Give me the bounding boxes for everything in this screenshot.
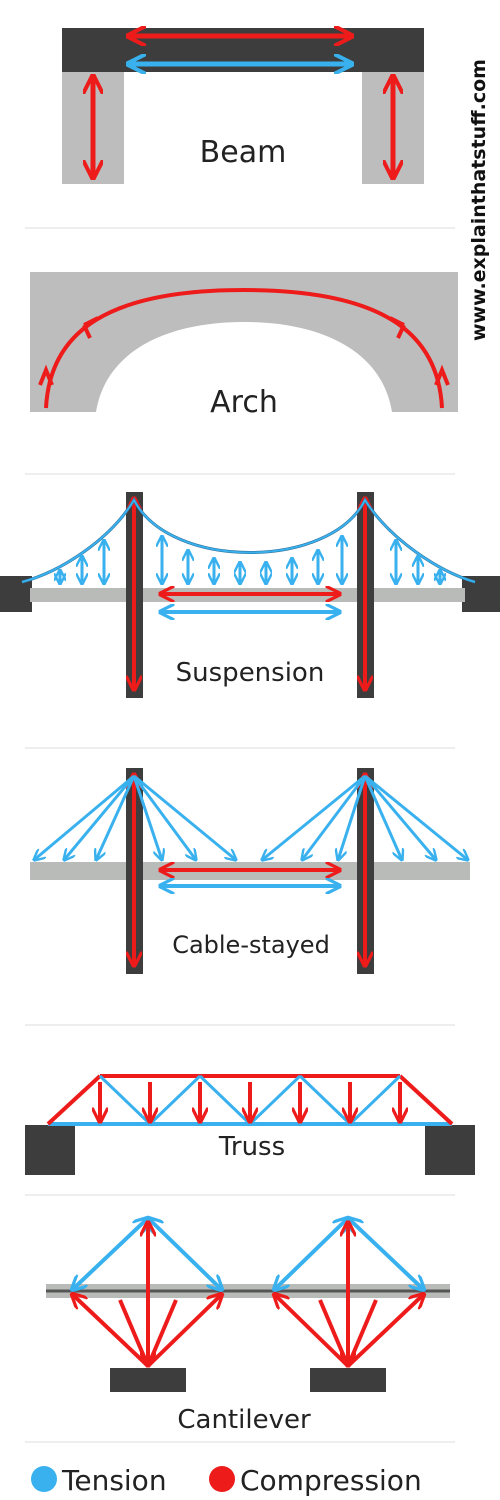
cantilever-compression-members [72, 1222, 424, 1366]
legend-tension-label: Tension [61, 1464, 167, 1497]
legend-tension-swatch [31, 1466, 57, 1492]
arch-structure [30, 272, 458, 412]
suspension-main-cable [21, 496, 476, 584]
cantilever-left-base [110, 1368, 186, 1392]
truss-bridge: Truss [25, 1074, 475, 1175]
suspension-right-anchor [462, 576, 500, 612]
suspension-label: Suspension [176, 658, 325, 688]
arch-bridge: Arch [30, 272, 458, 420]
cantilever-label: Cantilever [177, 1405, 311, 1435]
arch-label: Arch [210, 385, 278, 420]
cable-stayed-label: Cable-stayed [172, 931, 330, 959]
arch-compression-curve [44, 287, 444, 409]
truss-left-support [25, 1125, 75, 1175]
cantilever-bridge: Cantilever [46, 1218, 450, 1435]
cantilever-tension-members [72, 1218, 424, 1290]
truss-right-support [425, 1125, 475, 1175]
legend-compression-swatch [209, 1466, 235, 1492]
section-dividers [25, 227, 455, 1443]
truss-verticals [100, 1082, 400, 1122]
legend: Tension Compression [31, 1464, 422, 1497]
truss-diagonals [98, 1074, 402, 1126]
cantilever-right-base [310, 1368, 386, 1392]
suspension-bridge: Suspension [0, 492, 500, 698]
cable-stayed-bridge: Cable-stayed [30, 768, 470, 974]
suspension-hangers [60, 536, 440, 584]
beam-label: Beam [200, 135, 287, 170]
beam-bridge: Beam [62, 28, 424, 184]
truss-label: Truss [218, 1132, 285, 1162]
legend-compression-label: Compression [240, 1464, 422, 1497]
cable-stayed-stays [34, 774, 468, 860]
